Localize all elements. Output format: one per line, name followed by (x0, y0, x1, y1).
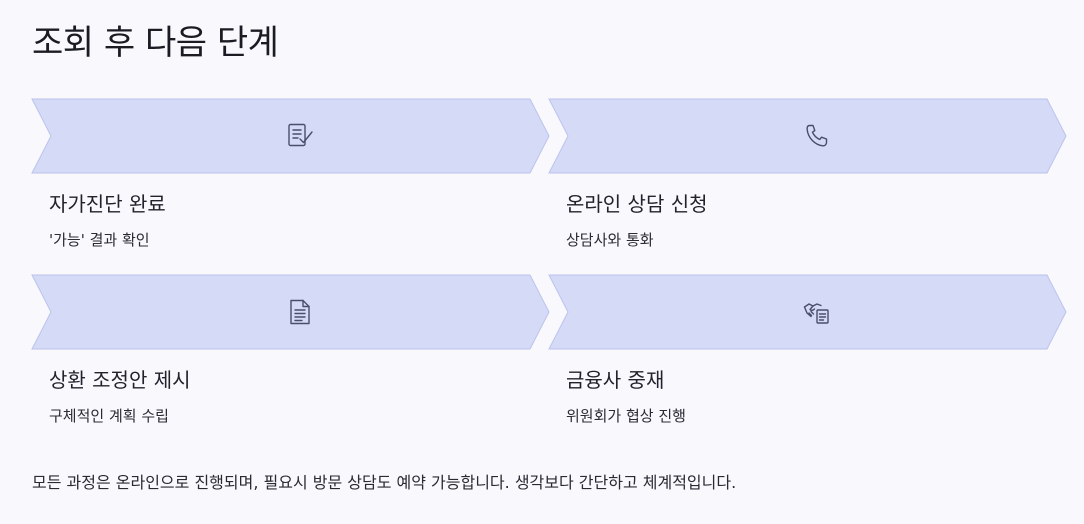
chevron-shape (548, 98, 1067, 174)
document-lines-icon (290, 299, 310, 325)
step-description: 위원회가 협상 진행 (566, 407, 686, 425)
step-repayment-plan: 상환 조정안 제시 구체적인 계획 수립 (31, 274, 551, 425)
step-self-diagnosis: 자가진단 완료 '가능' 결과 확인 (31, 98, 551, 249)
phone-icon (806, 124, 828, 147)
document-check-icon (288, 123, 313, 147)
step-description: '가능' 결과 확인 (49, 231, 150, 249)
handshake-document-icon (803, 303, 829, 324)
step-title: 상환 조정안 제시 (49, 368, 191, 392)
chevron-shape (31, 98, 550, 174)
step-title: 자가진단 완료 (49, 192, 166, 216)
step-description: 구체적인 계획 수립 (49, 407, 169, 425)
chevron-shape (548, 274, 1067, 350)
step-chevron (31, 274, 551, 350)
step-title: 금융사 중재 (566, 368, 665, 392)
step-title: 온라인 상담 신청 (566, 192, 708, 216)
step-description: 상담사와 통화 (566, 231, 654, 249)
step-mediation: 금융사 중재 위원회가 협상 진행 (548, 274, 1068, 425)
page-title: 조회 후 다음 단계 (32, 23, 279, 63)
step-chevron (31, 98, 551, 174)
step-online-consult: 온라인 상담 신청 상담사와 통화 (548, 98, 1068, 249)
footer-note: 모든 과정은 온라인으로 진행되며, 필요시 방문 상담도 예약 가능합니다. … (32, 473, 737, 492)
step-chevron (548, 274, 1068, 350)
step-chevron (548, 98, 1068, 174)
